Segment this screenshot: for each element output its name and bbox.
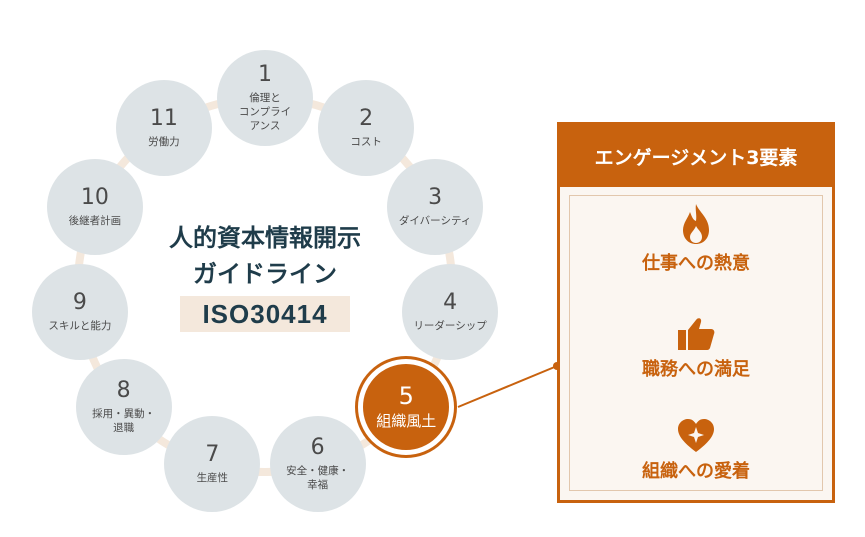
center-title-line1: 人的資本情報開示 bbox=[169, 224, 361, 252]
node-label: 組織風土 bbox=[376, 412, 437, 431]
panel-title: エンゲージメント3要素 bbox=[560, 125, 832, 187]
category-node-7: 7 生産性 bbox=[164, 416, 261, 513]
node-number: 8 bbox=[116, 378, 131, 404]
node-label: リーダーシップ bbox=[413, 319, 487, 332]
category-node-8: 8 採用・異動・ 退職 bbox=[75, 359, 172, 456]
engagement-label-attachment: 組織への愛着 bbox=[642, 461, 750, 482]
node-number: 5 bbox=[398, 382, 414, 411]
center-title-block: 人的資本情報開示 ガイドライン ISO30414 bbox=[150, 222, 380, 332]
engagement-label-satisfaction: 職務への満足 bbox=[642, 359, 750, 380]
engagement-element-satisfaction: 職務への満足 bbox=[570, 316, 822, 382]
engagement-element-passion: 仕事への熱意 bbox=[570, 202, 822, 276]
node-label: 安全・健康・ 幸福 bbox=[286, 465, 350, 492]
node-number: 6 bbox=[310, 435, 325, 461]
category-node-9: 9 スキルと能力 bbox=[31, 263, 128, 360]
panel-inner-frame: 仕事への熱意 職務への満足 組織への愛着 bbox=[569, 195, 823, 491]
node-number: 2 bbox=[359, 105, 374, 131]
category-node-1: 1 倫理と コンプライ アンス bbox=[217, 50, 313, 146]
node-label: 後継者計画 bbox=[68, 215, 122, 228]
connector-line bbox=[457, 365, 558, 408]
node-number: 7 bbox=[205, 442, 220, 468]
node-label: 採用・異動・ 退職 bbox=[92, 408, 156, 435]
category-node-4: 4 リーダーシップ bbox=[402, 263, 499, 360]
standard-badge: ISO30414 bbox=[180, 296, 350, 332]
node-label: ダイバーシティ bbox=[398, 215, 472, 228]
center-title-line2: ガイドライン bbox=[193, 260, 337, 288]
engagement-label-passion: 仕事への熱意 bbox=[642, 253, 750, 274]
thumbs-up-icon bbox=[678, 318, 715, 350]
flame-icon bbox=[683, 204, 709, 244]
engagement-panel: エンゲージメント3要素 仕事への熱意 職務への満足 組織への愛着 bbox=[557, 122, 835, 503]
category-node-3: 3 ダイバーシティ bbox=[387, 159, 484, 256]
node-label: 倫理と コンプライ アンス bbox=[238, 92, 292, 132]
heart-sparkle-icon bbox=[678, 419, 714, 452]
node-label: 生産性 bbox=[196, 472, 229, 485]
node-label: コスト bbox=[350, 135, 382, 148]
node-label: スキルと能力 bbox=[48, 319, 112, 332]
category-node-6: 6 安全・健康・ 幸福 bbox=[269, 416, 366, 513]
node-number: 9 bbox=[72, 289, 87, 315]
node-number: 10 bbox=[80, 185, 109, 211]
node-number: 1 bbox=[258, 62, 272, 87]
category-node-11: 11 労働力 bbox=[115, 79, 212, 176]
category-node-10: 10 後継者計画 bbox=[46, 159, 143, 256]
node-number: 3 bbox=[428, 185, 443, 211]
node-number: 4 bbox=[443, 289, 458, 315]
category-node-2: 2 コスト bbox=[318, 79, 415, 176]
node-label: 労働力 bbox=[148, 135, 180, 148]
engagement-element-attachment: 組織への愛着 bbox=[570, 418, 822, 484]
node-number: 11 bbox=[149, 105, 178, 131]
